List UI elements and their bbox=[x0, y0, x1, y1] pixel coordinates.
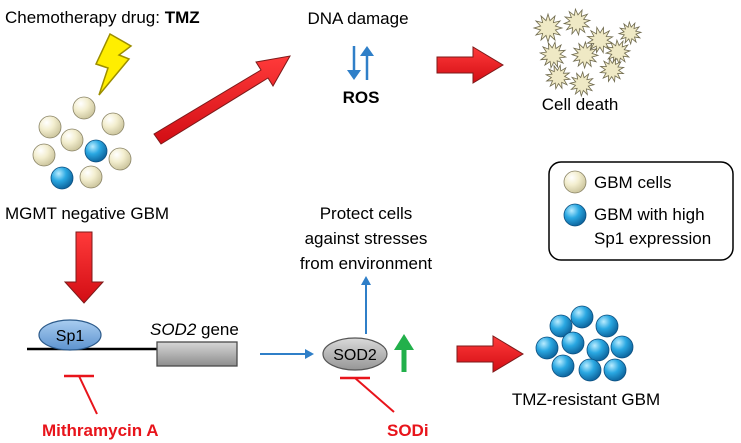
tmz-resistant-label: TMZ-resistant GBM bbox=[512, 390, 660, 409]
dead-cell-starburst bbox=[598, 56, 626, 84]
high-sp1-gbm-cell bbox=[50, 166, 74, 190]
gbm-cell bbox=[108, 147, 132, 171]
legend-high-sp1-label-2: Sp1 expression bbox=[594, 229, 711, 248]
resistant-gbm-cell bbox=[561, 331, 585, 355]
red-down-arrow bbox=[63, 231, 105, 304]
sodi-inhibition-line bbox=[354, 377, 395, 413]
cell-death-label: Cell death bbox=[542, 95, 619, 114]
resistant-gbm-cell bbox=[610, 335, 634, 359]
legend-high-sp1-swatch bbox=[563, 203, 587, 227]
protect-label-1: Protect cells bbox=[320, 204, 413, 223]
resistant-gbm-cell bbox=[535, 336, 559, 360]
gbm-cell bbox=[72, 96, 96, 120]
legend-gbm-cells-label: GBM cells bbox=[594, 173, 671, 192]
gbm-cell bbox=[32, 143, 56, 167]
protect-label-3: from environment bbox=[300, 254, 433, 273]
ros-label: ROS bbox=[343, 88, 380, 107]
resistant-gbm-cell bbox=[603, 358, 627, 382]
resistant-gbm-cell bbox=[586, 338, 610, 362]
dead-cell-starburst bbox=[617, 20, 643, 46]
sod2-protein-label: SOD2 bbox=[333, 347, 377, 364]
resistant-gbm-cell bbox=[551, 354, 575, 378]
high-sp1-gbm-cell bbox=[84, 139, 108, 163]
mithramycin-label: Mithramycin A bbox=[42, 421, 159, 440]
red-arrow-to-resistant-gbm bbox=[456, 335, 524, 373]
red-arrow-to-dna-damage bbox=[153, 55, 291, 145]
gbm-cell-cluster bbox=[32, 96, 132, 190]
blue-arrow-to-protect-head bbox=[361, 276, 371, 285]
gbm-cell bbox=[79, 165, 103, 189]
sod2-gene-label: SOD2 gene bbox=[150, 320, 239, 339]
resistant-gbm-cell bbox=[578, 358, 602, 382]
dead-cell-starburst bbox=[604, 38, 632, 66]
gbm-cell bbox=[60, 128, 84, 152]
dead-cell-starburst bbox=[568, 70, 596, 98]
resistant-gbm-cell bbox=[570, 305, 594, 329]
gbm-cell bbox=[38, 115, 62, 139]
dna-ros-bidirectional-arrows bbox=[347, 46, 374, 80]
gbm-cell bbox=[101, 112, 125, 136]
sod2-protein bbox=[322, 337, 388, 371]
mgmt-gbm-label: MGMT negative GBM bbox=[5, 204, 169, 223]
dna-damage-label: DNA damage bbox=[307, 9, 408, 28]
lightning-bolt-icon bbox=[94, 32, 133, 96]
dead-cell-starburst bbox=[538, 40, 568, 70]
dead-cells bbox=[532, 7, 643, 98]
drug-title: Chemotherapy drug: TMZ bbox=[5, 8, 200, 27]
legend-gbm-cell-swatch bbox=[563, 170, 587, 194]
sodi-label: SODi bbox=[387, 421, 429, 440]
legend-box bbox=[548, 161, 734, 261]
legend-high-sp1-label-1: GBM with high bbox=[594, 205, 705, 224]
dead-cell-starburst bbox=[570, 40, 600, 70]
resistant-gbm-cell bbox=[549, 314, 573, 338]
dead-cell-starburst bbox=[544, 63, 572, 91]
tmz-resistant-gbm-cluster bbox=[535, 305, 634, 382]
dead-cell-starburst bbox=[562, 7, 592, 37]
sp1-protein bbox=[38, 319, 102, 351]
sp1-label: Sp1 bbox=[56, 328, 85, 345]
blue-arrow-to-sod2-head bbox=[305, 349, 314, 359]
green-upregulation-arrow-head bbox=[394, 334, 414, 350]
resistant-gbm-cell bbox=[595, 314, 619, 338]
dead-cell-starburst bbox=[532, 12, 564, 44]
protect-label-2: against stresses bbox=[305, 229, 428, 248]
sod2-gene-box bbox=[156, 341, 238, 367]
dead-cell-starburst bbox=[586, 26, 614, 54]
mithramycin-inhibition-line bbox=[78, 375, 98, 415]
red-arrow-to-cell-death bbox=[436, 46, 504, 84]
